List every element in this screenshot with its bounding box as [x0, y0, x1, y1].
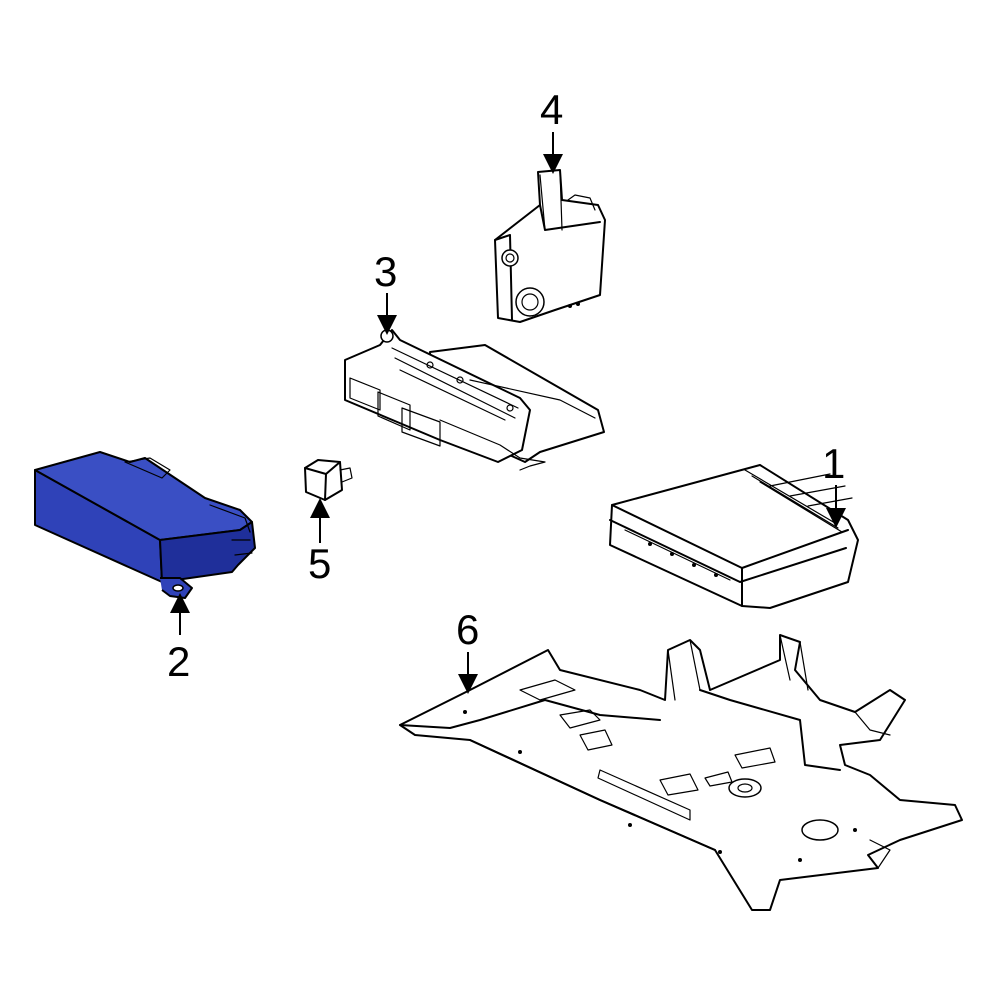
- callout-3: 3: [374, 248, 397, 335]
- part-3-relay-box[interactable]: [344, 329, 605, 471]
- callout-4: 4: [540, 86, 563, 174]
- part-5-relay[interactable]: [304, 459, 353, 501]
- callout-label-3: 3: [374, 248, 397, 295]
- callout-label-5: 5: [308, 540, 331, 587]
- part-1-control-module[interactable]: [609, 464, 859, 609]
- callout-6: 6: [456, 606, 479, 694]
- part-2-highlighted-module[interactable]: [34, 451, 256, 599]
- callout-2: 2: [167, 593, 190, 685]
- part-4-sensor-module[interactable]: [494, 169, 606, 323]
- part-6-mounting-bracket[interactable]: [399, 634, 963, 911]
- callout-1: 1: [822, 440, 846, 528]
- callout-5: 5: [308, 498, 331, 587]
- callout-label-6: 6: [456, 606, 479, 653]
- callout-label-2: 2: [167, 638, 190, 685]
- callout-label-4: 4: [540, 86, 563, 133]
- callout-label-1: 1: [822, 440, 845, 487]
